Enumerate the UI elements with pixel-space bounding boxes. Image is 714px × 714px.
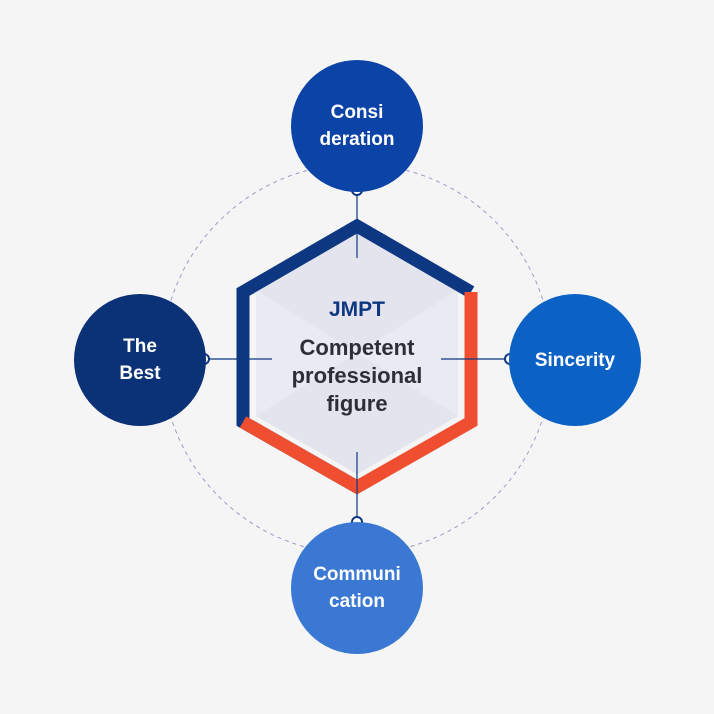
- node-label-line: cation: [329, 591, 385, 612]
- node-label-line: deration: [319, 129, 395, 150]
- node-communication: Communi cation: [291, 522, 423, 654]
- node-sincerity: Sincerity: [509, 294, 641, 426]
- node-label-line: Sincerity: [534, 349, 616, 371]
- node-label-line: The: [123, 336, 157, 357]
- hexagon-outline-orange: [239, 292, 478, 495]
- node-label-line: Consi: [330, 102, 384, 123]
- node-label-line: Communi: [313, 564, 401, 585]
- center-desc-line: Competent: [299, 335, 415, 360]
- hexagon-facet-bottom: [256, 353, 458, 474]
- center-brand-label: JMPT: [328, 298, 385, 321]
- center-desc-line: figure: [326, 391, 388, 416]
- center-desc-line: professional: [291, 363, 423, 388]
- node-consideration: Consi deration: [291, 60, 423, 192]
- center-description: Competent professional figure: [257, 334, 457, 418]
- node-the-best: The Best: [74, 294, 206, 426]
- node-label-line: Best: [119, 363, 161, 384]
